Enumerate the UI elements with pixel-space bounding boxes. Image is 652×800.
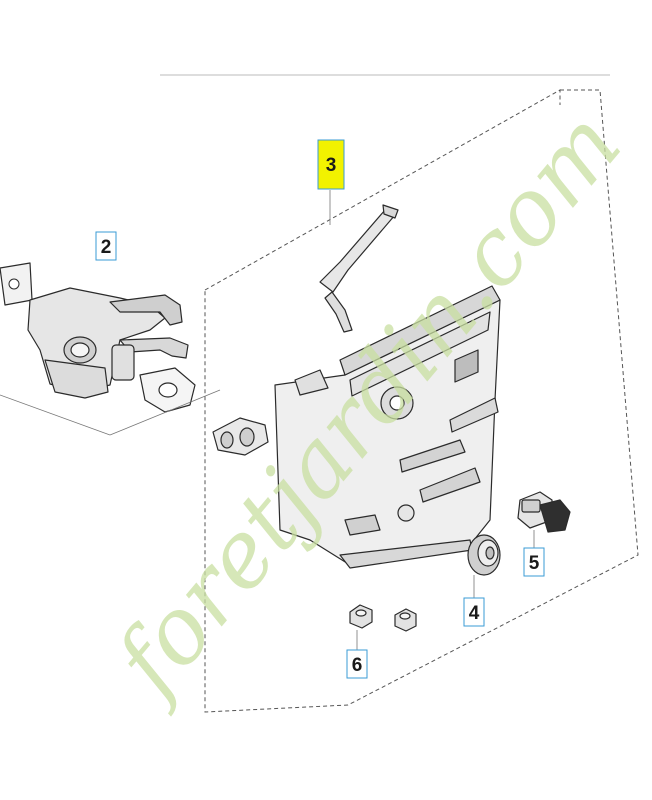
callout-2-label: 2 — [101, 237, 112, 258]
rubber-grommet — [467, 534, 501, 598]
carburetor-assembly — [0, 262, 221, 436]
muffler-heat-shield — [274, 190, 501, 569]
callout-5: 5 — [523, 547, 545, 577]
assembly-outline — [204, 89, 639, 713]
callout-4: 4 — [463, 597, 485, 627]
callout-6-label: 6 — [352, 655, 363, 676]
callout-3-label: 3 — [326, 155, 337, 176]
callout-6: 6 — [346, 649, 368, 679]
callout-5-label: 5 — [529, 553, 540, 574]
callout-2: 2 — [95, 231, 117, 261]
gasket-clamp — [212, 417, 269, 456]
callout-3: 3 — [317, 139, 345, 190]
nut — [349, 604, 417, 650]
callout-4-label: 4 — [469, 603, 480, 624]
fuel-valve-knob — [517, 491, 571, 548]
